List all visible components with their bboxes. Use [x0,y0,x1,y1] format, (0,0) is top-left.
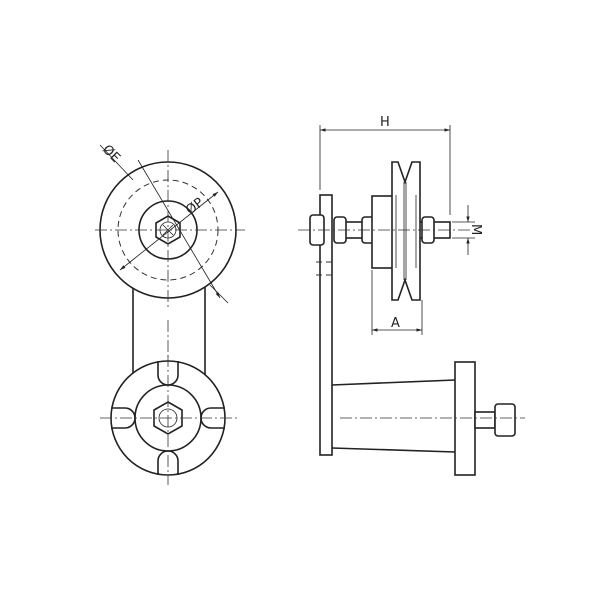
label-thread: M [468,224,483,235]
label-width: A [391,316,400,331]
mounting-plate [319,194,333,456]
side-view: H M A [298,115,525,476]
bracket-tube [331,379,456,453]
label-height: H [380,115,390,130]
pulley-hub-side [371,195,395,269]
bolt-head [153,401,183,435]
arm [132,280,206,380]
front-view: ØE ØP [95,142,245,485]
label-diameter-e: ØE [99,142,123,166]
flange [454,361,476,476]
flange-bolt-head [494,403,516,437]
